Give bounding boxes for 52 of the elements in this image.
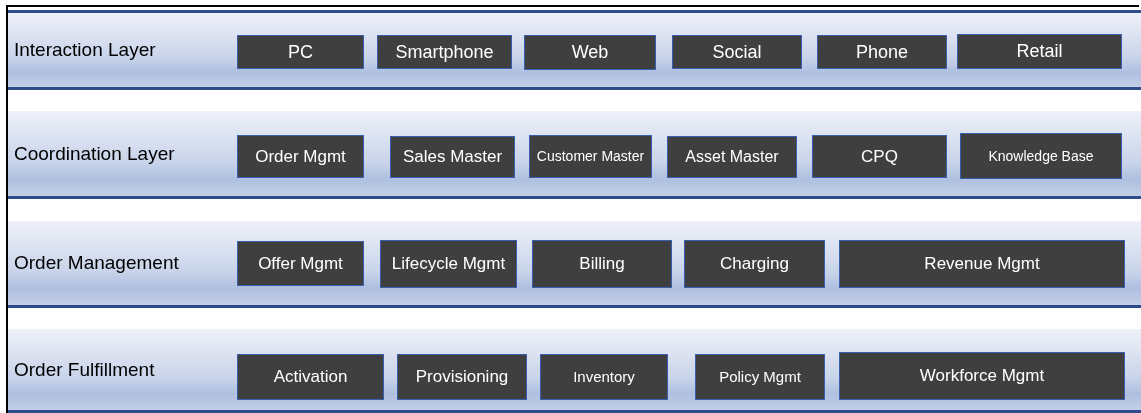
component-label: Charging (720, 254, 789, 274)
component-box (380, 240, 517, 288)
component-label: Inventory (573, 368, 635, 386)
component-label: CPQ (861, 146, 898, 167)
component-label: Lifecycle Mgmt (391, 254, 506, 274)
component-box (397, 354, 527, 400)
component-box (237, 35, 364, 69)
component-box (812, 135, 947, 178)
component-label: Billing (579, 254, 625, 274)
component-box (377, 35, 512, 69)
layer-title: Coordination Layer (14, 142, 175, 165)
component-label: Knowledge Base (988, 147, 1094, 165)
component-label: Asset Master (685, 147, 779, 167)
component-label: Order Mgmt (255, 146, 346, 167)
component-box (532, 240, 672, 288)
component-box (667, 136, 797, 178)
layer-band (8, 111, 1141, 199)
component-box (817, 35, 947, 69)
component-box (957, 34, 1122, 69)
component-label: Policy Mgmt (719, 368, 801, 386)
component-label: Revenue Mgmt (924, 254, 1040, 274)
component-box (390, 136, 515, 178)
component-box (839, 240, 1125, 288)
layer-title: Order Management (14, 252, 179, 274)
component-box (529, 135, 652, 178)
component-label: Activation (273, 367, 348, 387)
component-box (540, 354, 668, 400)
component-box (960, 133, 1122, 179)
layer-title: Interaction Layer (14, 39, 156, 61)
component-box (839, 352, 1125, 400)
component-box (237, 354, 384, 400)
component-box (695, 354, 825, 400)
layer-band (8, 329, 1141, 413)
component-box (672, 35, 802, 69)
component-label: Workforce Mgmt (919, 366, 1045, 386)
component-label: Phone (855, 41, 909, 63)
component-label: Customer Master (536, 148, 645, 165)
layer-title: Order Fulfillment (14, 358, 155, 381)
component-label: Provisioning (415, 367, 509, 387)
component-label: Social (712, 41, 762, 63)
component-label: Retail (1016, 41, 1063, 62)
component-label: Sales Master (402, 147, 503, 167)
component-box (237, 135, 364, 178)
component-label: PC (288, 41, 313, 63)
component-box (237, 241, 364, 286)
component-label: Smartphone (395, 41, 494, 63)
component-box (524, 35, 656, 70)
component-label: Offer Mgmt (258, 253, 343, 274)
layer-band (8, 10, 1141, 90)
component-label: Web (571, 42, 609, 63)
component-box (684, 240, 825, 288)
layer-band (8, 221, 1141, 308)
